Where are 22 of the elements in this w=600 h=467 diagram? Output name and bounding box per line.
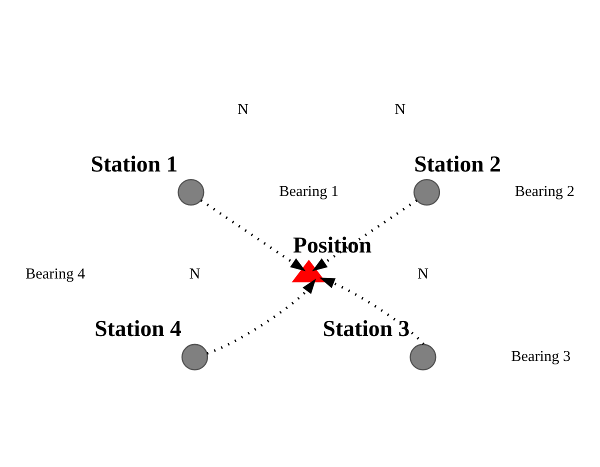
arrow <box>312 199 418 272</box>
node-label: Station 2 <box>414 151 501 176</box>
node-triangle <box>292 260 326 282</box>
node-label: Station 1 <box>90 151 178 176</box>
node-label: Station 4 <box>94 316 182 342</box>
arrow <box>206 278 316 355</box>
label: N <box>189 266 200 283</box>
node-circle <box>413 178 440 206</box>
label: Bearing 4 <box>26 266 86 283</box>
label: N <box>394 100 406 118</box>
label: N <box>417 266 428 283</box>
label: Bearing 1 <box>279 183 339 200</box>
node-label: Position <box>293 232 372 258</box>
node-circle <box>178 178 204 206</box>
node-label: Station 3 <box>322 316 410 342</box>
label: Bearing 3 <box>511 348 571 366</box>
node-circle <box>181 344 208 370</box>
arrow <box>200 199 306 272</box>
label: N <box>237 100 248 118</box>
node-circle <box>410 344 436 370</box>
arrow <box>319 278 425 345</box>
label: Bearing 2 <box>514 183 574 200</box>
